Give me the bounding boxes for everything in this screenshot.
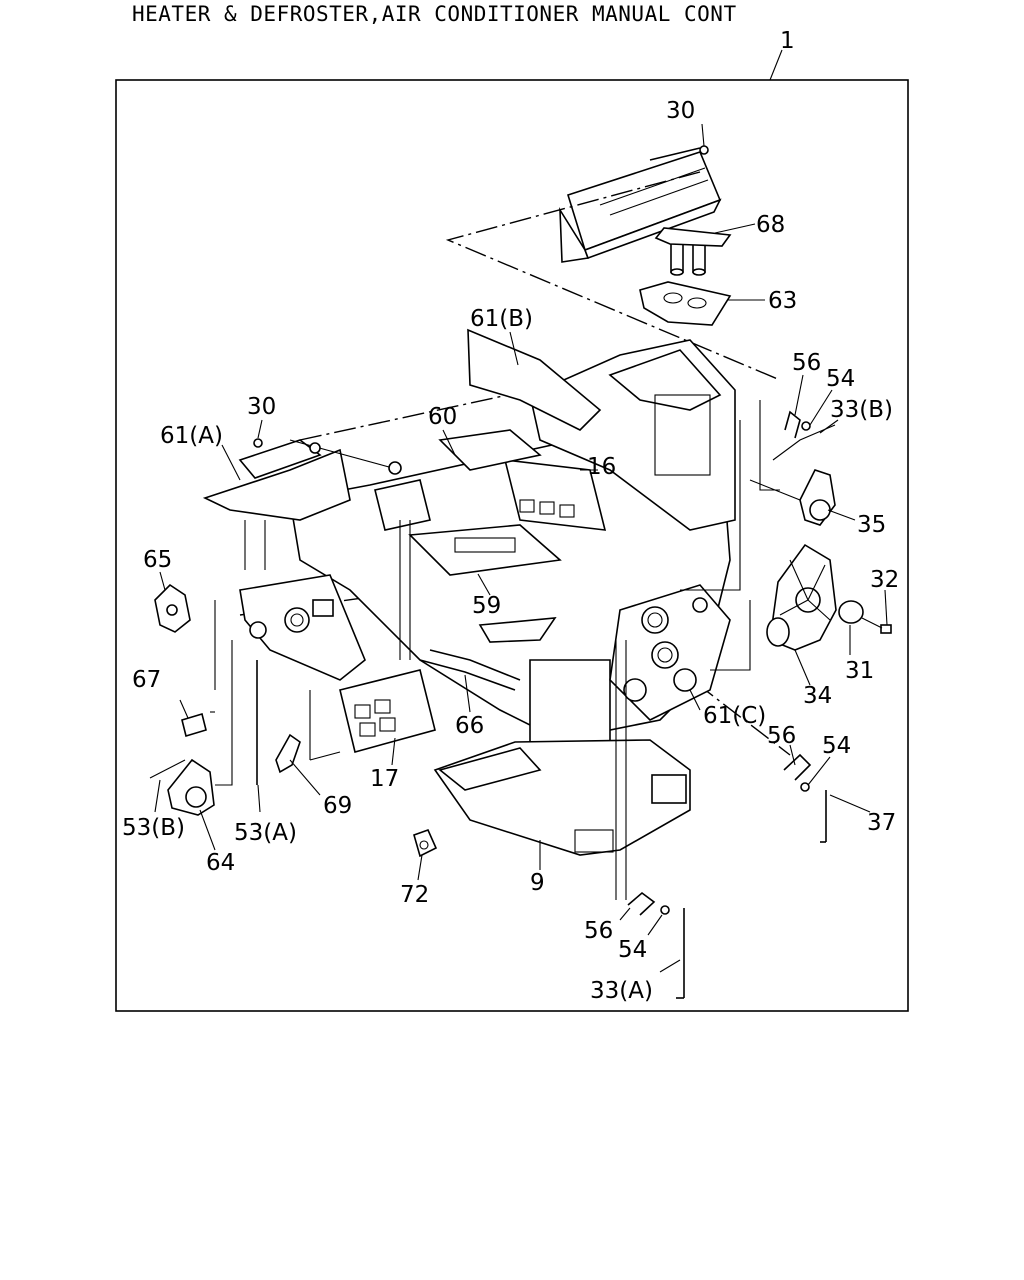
callout-54-top: 54 <box>826 366 855 392</box>
lower-case <box>433 739 691 856</box>
callout-33a: 33(A) <box>590 978 653 1004</box>
blower-housing-left <box>239 520 366 681</box>
callout-63: 63 <box>768 288 797 314</box>
control-rods <box>615 400 836 999</box>
callout-67: 67 <box>132 667 161 693</box>
callout-61b: 61(B) <box>470 306 533 332</box>
callout-31: 31 <box>845 658 874 684</box>
callout-32: 32 <box>870 567 899 593</box>
duct-66 <box>419 649 521 691</box>
callout-53a: 53(A) <box>234 820 297 846</box>
callout-59: 59 <box>472 593 501 619</box>
callout-64: 64 <box>206 850 235 876</box>
callout-34: 34 <box>803 683 832 709</box>
callout-54-bottom: 54 <box>618 937 647 963</box>
left-small-parts <box>149 583 438 858</box>
callout-37: 37 <box>867 810 896 836</box>
callout-69: 69 <box>323 793 352 819</box>
callout-35: 35 <box>857 512 886 538</box>
mode-door-actuator <box>766 543 892 651</box>
callout-54-mid: 54 <box>822 733 851 759</box>
callout-56-mid: 56 <box>767 723 796 749</box>
diagram-frame <box>115 79 909 1012</box>
callout-56-bottom: 56 <box>584 918 613 944</box>
callout-61a: 61(A) <box>160 423 223 449</box>
callout-1: 1 <box>780 28 795 54</box>
callout-61c: 61(C) <box>703 703 766 729</box>
callout-68: 68 <box>756 212 785 238</box>
callout-16: 16 <box>587 454 616 480</box>
callout-66: 66 <box>455 713 484 739</box>
leader-line-1 <box>769 49 783 81</box>
callout-9: 9 <box>530 870 545 896</box>
left-upper-duct <box>202 438 402 521</box>
right-actuator-bracket <box>609 584 731 721</box>
callout-30-top: 30 <box>666 98 695 124</box>
callout-33b: 33(B) <box>830 397 893 423</box>
heater-core-assembly <box>559 145 732 326</box>
callout-72: 72 <box>400 882 429 908</box>
callout-60: 60 <box>428 404 457 430</box>
callout-56-top: 56 <box>792 350 821 376</box>
callout-30-left: 30 <box>247 394 276 420</box>
actuator-35 <box>749 469 836 526</box>
leader-lines <box>154 123 888 973</box>
callout-65: 65 <box>143 547 172 573</box>
callout-53b: 53(B) <box>122 815 185 841</box>
filter-panel <box>309 669 436 761</box>
callout-17: 17 <box>370 766 399 792</box>
diagram-title: HEATER & DEFROSTER,AIR CONDITIONER MANUA… <box>132 2 737 26</box>
